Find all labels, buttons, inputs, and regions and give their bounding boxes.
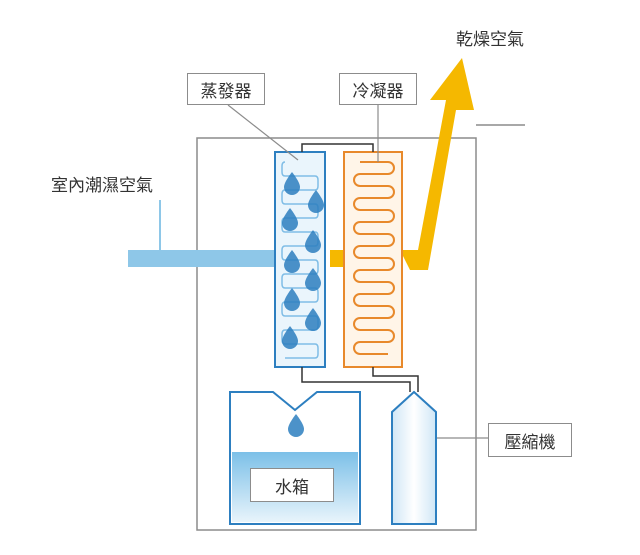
water-tank	[229, 391, 361, 525]
housing-outline	[196, 137, 477, 531]
humid-air-flow	[128, 250, 278, 267]
condenser-label: 冷凝器	[339, 73, 417, 105]
compressor-body	[391, 390, 437, 525]
compressor-label: 壓縮機	[488, 423, 572, 457]
water-tank-label: 水箱	[250, 468, 334, 502]
refrigerant-pipes	[301, 143, 419, 392]
humid-air-label: 室內潮濕空氣	[51, 176, 153, 196]
evaporator-coil	[274, 151, 326, 368]
evaporator-label: 蒸發器	[187, 73, 265, 105]
tank-drop-icon	[288, 414, 304, 437]
dry-air-label: 乾燥空氣	[456, 30, 524, 50]
condenser-coil	[343, 151, 403, 368]
evaporator-leader	[227, 104, 299, 161]
dry-air-arrow-icon	[400, 58, 474, 270]
